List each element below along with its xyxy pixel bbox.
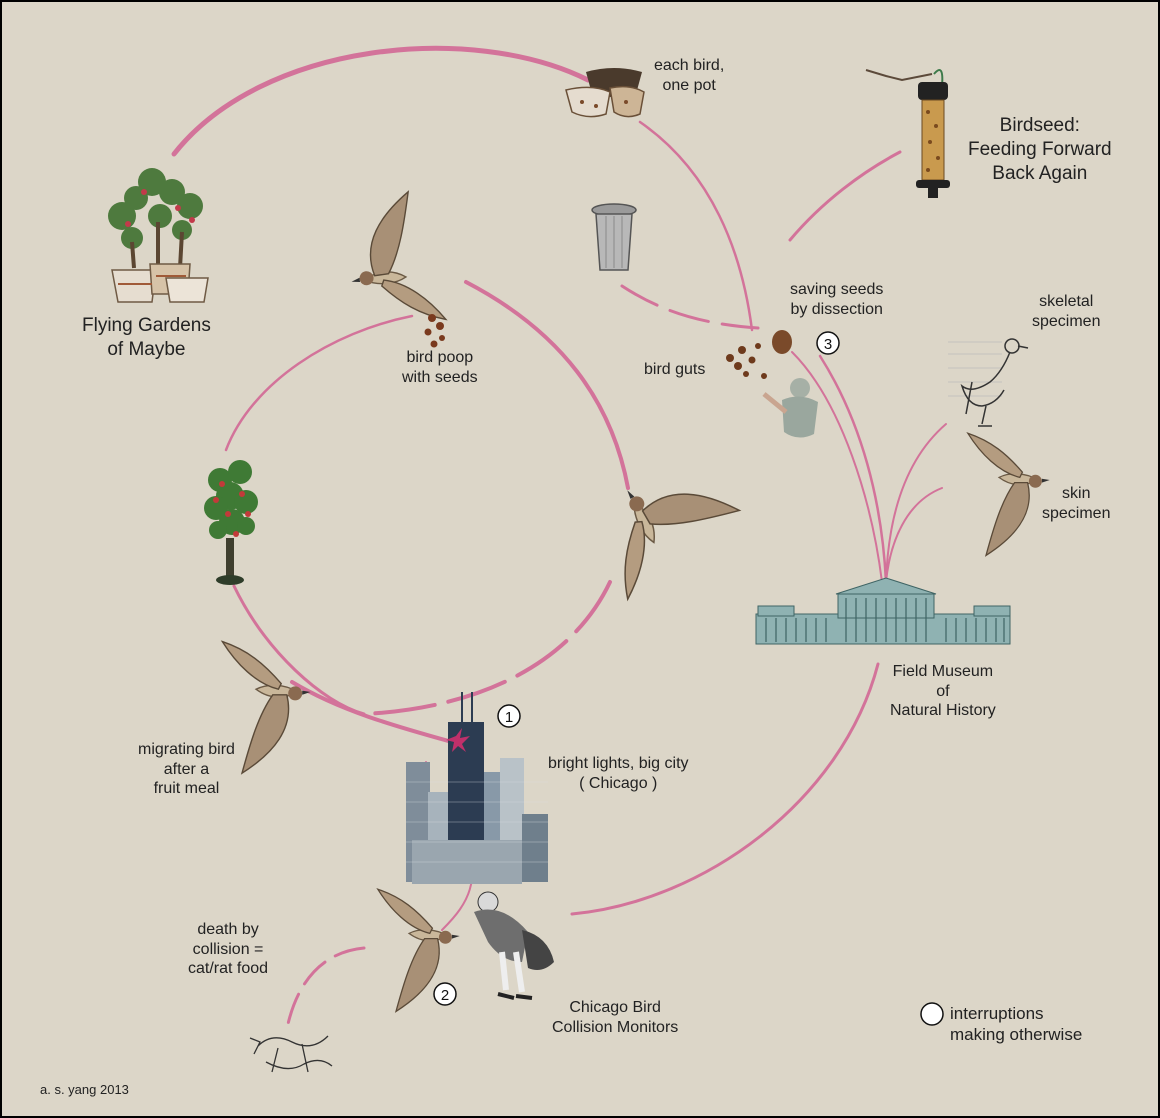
person-monitor-icon <box>474 891 554 1000</box>
museum-building-icon <box>755 577 1011 645</box>
label-field-museum: Field Museum of Natural History <box>890 663 996 720</box>
flying-bird-icon-left <box>221 640 312 774</box>
label-bird-poop: bird poop with seeds <box>402 349 478 386</box>
marker-1-label: 1 <box>505 709 513 726</box>
line-birdseed <box>788 150 902 242</box>
label-flying-gardens: Flying Gardens of Maybe <box>82 315 211 360</box>
line-to-skyscraper <box>290 680 454 744</box>
dash-trash-to-dissection <box>620 284 760 330</box>
circle-top-right <box>464 280 630 490</box>
marker-3-label: 3 <box>824 336 832 353</box>
label-monitors: Chicago Bird Collision Monitors <box>552 999 679 1036</box>
label-skeletal-specimen: skeletal specimen <box>1032 293 1101 330</box>
bird-feeder-icon <box>865 69 950 198</box>
fruit-tree-icon <box>204 460 258 585</box>
marker-2-label: 2 <box>441 987 449 1004</box>
arc-gardens-to-pots <box>171 45 591 157</box>
line-skeleton-to-museum <box>885 423 947 583</box>
credit-text: a. s. yang 2013 <box>40 1082 129 1097</box>
line-dissection-to-museum <box>818 354 888 584</box>
legend-text: interruptions making otherwise <box>950 1004 1083 1044</box>
flying-bird-icon-right <box>579 446 751 600</box>
bird-guts-seeds-icon <box>726 330 792 379</box>
skin-specimen-icon <box>967 432 1051 557</box>
bonsai-pots-icon <box>108 168 209 303</box>
chicago-skyline-icon <box>406 692 548 884</box>
person-dissecting-icon <box>762 378 818 438</box>
carcass-icon <box>249 1035 333 1073</box>
label-death-by-collision: death by collision = cat/rat food <box>188 921 269 978</box>
label-saving-seeds: saving seeds by dissection <box>790 281 884 318</box>
seeds-icon <box>424 314 445 348</box>
marker-1: 1 <box>497 704 521 728</box>
label-birdseed: Birdseed: Feeding Forward Back Again <box>968 115 1112 184</box>
connector-lines <box>171 45 947 1026</box>
label-bird-guts: bird guts <box>644 361 706 378</box>
marker-2: 2 <box>433 982 457 1006</box>
line-dissection-to-museum-2 <box>791 351 883 583</box>
marker-3: 3 <box>816 331 840 355</box>
trash-can-icon <box>591 203 637 271</box>
line-monitors-to-museum <box>570 662 880 916</box>
dash-death-to-carcass <box>286 946 366 1026</box>
label-bright-lights: bright lights, big city ( Chicago ) <box>548 755 689 792</box>
bird-skeleton-icon <box>948 338 1029 427</box>
stacked-pots-icon <box>565 68 645 118</box>
line-skin-to-museum <box>885 487 943 583</box>
circle-top-left <box>224 314 414 452</box>
circle-right-dashed <box>362 580 612 716</box>
label-migrating-bird: migrating bird after a fruit meal <box>138 741 235 798</box>
label-skin-specimen: skin specimen <box>1042 485 1111 522</box>
label-each-bird-pot: each bird, one pot <box>654 57 725 94</box>
arc-pots-to-dissection <box>638 120 754 332</box>
flying-bird-icon-top <box>339 188 447 333</box>
legend-circle <box>920 1002 944 1026</box>
